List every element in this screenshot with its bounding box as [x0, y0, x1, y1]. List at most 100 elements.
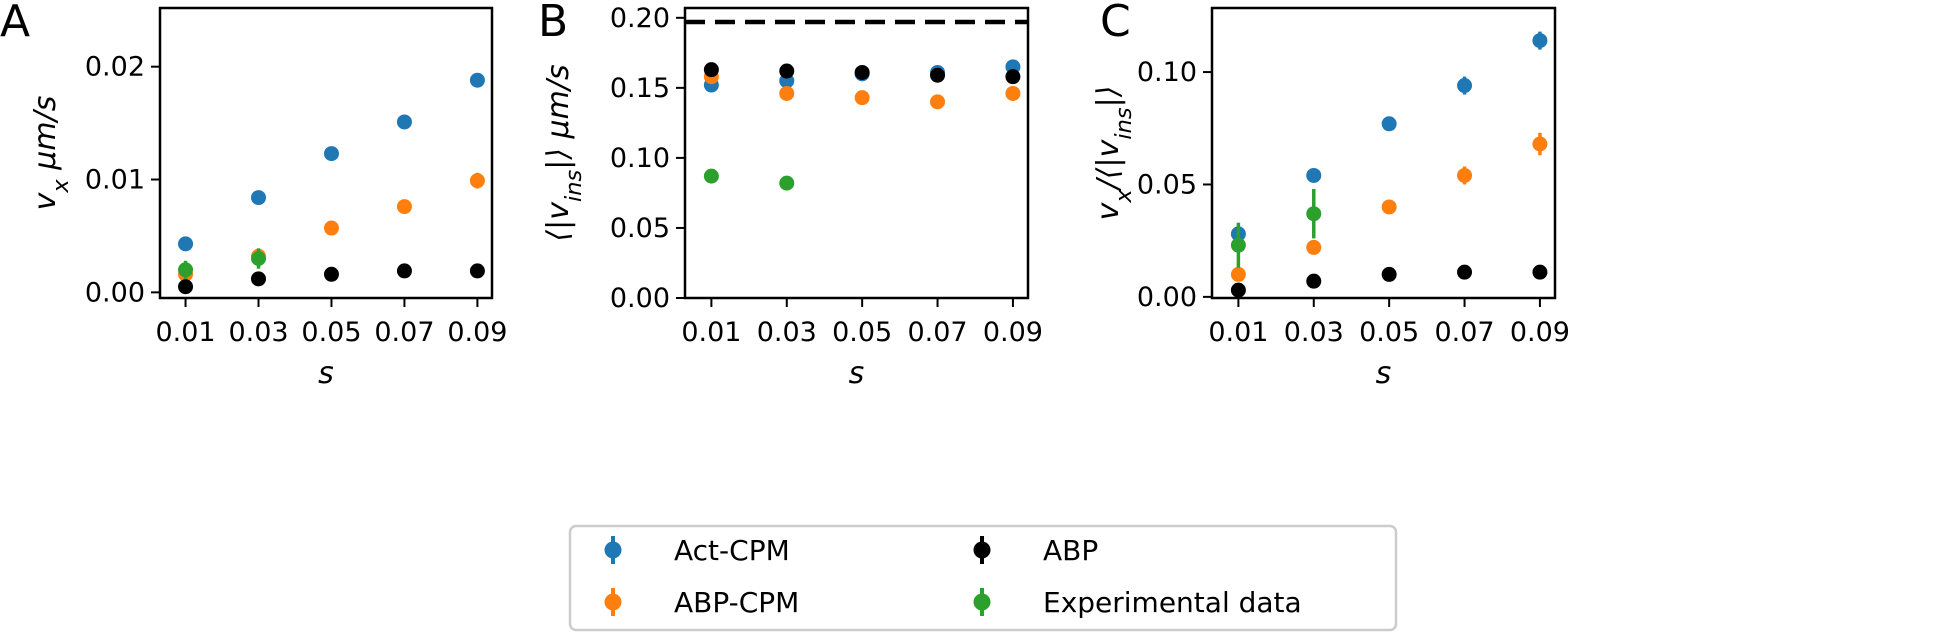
- y-axis-label: ⟨|vins|⟩ μm/s: [541, 64, 587, 241]
- data-point: [251, 251, 267, 267]
- data-point: [1457, 167, 1473, 183]
- x-axis-label: s: [318, 356, 334, 391]
- x-tick-label: 0.05: [832, 317, 892, 348]
- data-point: [1306, 206, 1322, 222]
- y-tick-label: 0.00: [85, 277, 145, 308]
- y-axis-label: vx μm/s: [28, 96, 74, 211]
- data-point: [251, 190, 267, 206]
- data-point: [779, 63, 795, 79]
- data-point: [323, 220, 339, 236]
- legend-marker: [973, 593, 991, 611]
- legend-marker: [604, 541, 622, 559]
- data-point: [703, 168, 719, 184]
- x-tick-label: 0.05: [1359, 317, 1419, 348]
- y-tick-label: 0.00: [610, 283, 670, 314]
- data-point: [1230, 237, 1246, 253]
- data-point: [1306, 273, 1322, 289]
- x-tick-label: 0.01: [681, 317, 741, 348]
- data-point: [779, 85, 795, 101]
- x-tick-label: 0.07: [907, 317, 967, 348]
- data-point: [1005, 69, 1021, 85]
- data-point: [323, 266, 339, 282]
- legend-label: Act-CPM: [674, 534, 790, 567]
- series-abp-cpm: [178, 172, 485, 282]
- y-axis-label: vx/⟨|vins|⟩: [1091, 86, 1137, 221]
- x-tick-label: 0.09: [447, 317, 507, 348]
- series-abp: [1230, 264, 1548, 298]
- series-abp: [178, 263, 485, 295]
- x-tick-label: 0.07: [1434, 317, 1494, 348]
- data-point: [396, 263, 412, 279]
- data-point: [323, 146, 339, 162]
- series-experimental-data: [178, 248, 267, 279]
- x-axis-label: s: [849, 356, 865, 391]
- panel-letter: C: [1100, 0, 1131, 47]
- legend-entry-act-cpm: Act-CPM: [604, 534, 790, 567]
- legend-frame: [568, 524, 1398, 632]
- legend-entry-abp: ABP: [973, 534, 1098, 567]
- data-point: [1306, 167, 1322, 183]
- data-point: [1230, 282, 1246, 298]
- data-point: [178, 262, 194, 278]
- data-point: [1306, 239, 1322, 255]
- data-point: [930, 94, 946, 110]
- data-point: [469, 72, 485, 88]
- x-tick-label: 0.03: [228, 317, 288, 348]
- series-experimental-data: [1230, 188, 1322, 268]
- legend-entry-experimental-data: Experimental data: [973, 586, 1302, 619]
- axes-frame: [683, 6, 1030, 300]
- y-tick-label: 0.20: [610, 3, 670, 34]
- axes-frame: [1210, 6, 1557, 300]
- y-tick-label: 0.00: [1137, 282, 1197, 313]
- data-point: [1532, 264, 1548, 280]
- data-point: [1532, 33, 1548, 49]
- x-tick-label: 0.01: [155, 317, 215, 348]
- x-tick-label: 0.07: [374, 317, 434, 348]
- legend: Act-CPM ABP ABP-CPM Experimental data: [568, 524, 1398, 632]
- series-abp: [703, 62, 1021, 85]
- data-point: [1005, 85, 1021, 101]
- data-point: [1381, 199, 1397, 215]
- data-point: [1230, 266, 1246, 282]
- x-tick-label: 0.05: [301, 317, 361, 348]
- data-point: [469, 173, 485, 189]
- x-tick-label: 0.09: [983, 317, 1043, 348]
- data-point: [779, 175, 795, 191]
- legend-label: ABP: [1043, 534, 1098, 567]
- data-point: [1381, 116, 1397, 132]
- series-experimental-data: [703, 168, 795, 191]
- legend-label: Experimental data: [1043, 586, 1302, 619]
- y-tick-label: 0.10: [1137, 57, 1197, 88]
- x-tick-label: 0.01: [1208, 317, 1268, 348]
- data-point: [1381, 266, 1397, 282]
- x-tick-label: 0.09: [1510, 317, 1570, 348]
- legend-entry-abp-cpm: ABP-CPM: [604, 586, 799, 619]
- y-tick-label: 0.01: [85, 165, 145, 196]
- legend-marker: [604, 593, 622, 611]
- y-tick-label: 0.02: [85, 52, 145, 83]
- data-point: [930, 67, 946, 83]
- panel-letter: B: [538, 0, 568, 47]
- y-tick-label: 0.10: [610, 143, 670, 174]
- legend-label: ABP-CPM: [674, 586, 799, 619]
- series-act-cpm: [178, 72, 485, 252]
- data-point: [1457, 264, 1473, 280]
- data-point: [178, 279, 194, 295]
- data-point: [703, 62, 719, 78]
- x-tick-label: 0.03: [1284, 317, 1344, 348]
- data-point: [251, 271, 267, 287]
- data-point: [854, 90, 870, 106]
- data-point: [396, 199, 412, 215]
- data-point: [178, 236, 194, 252]
- legend-marker: [973, 541, 991, 559]
- y-tick-label: 0.05: [610, 213, 670, 244]
- x-tick-label: 0.03: [757, 317, 817, 348]
- axes-frame: [158, 6, 494, 300]
- series-abp-cpm: [1230, 132, 1548, 282]
- x-axis-label: s: [1376, 356, 1392, 391]
- data-point: [854, 64, 870, 80]
